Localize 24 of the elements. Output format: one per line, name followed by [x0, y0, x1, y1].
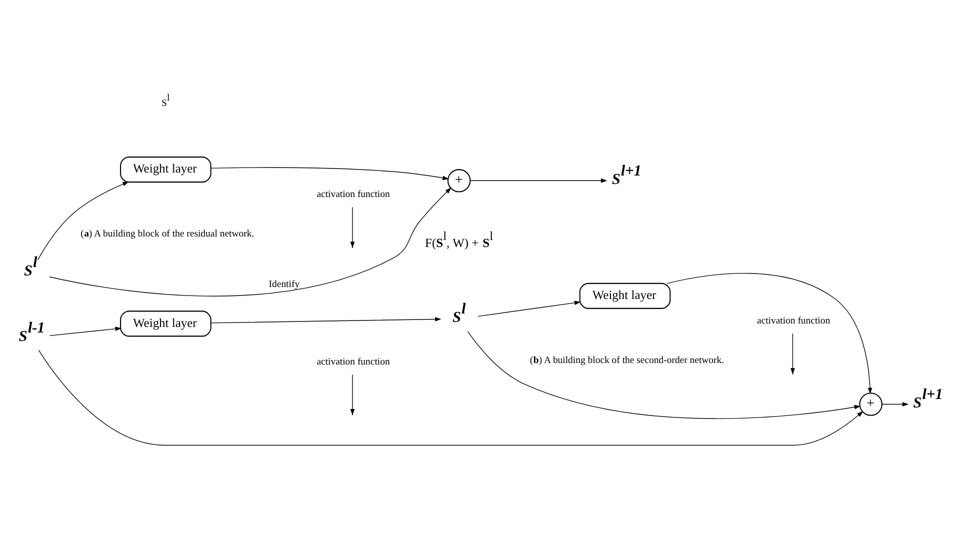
arrow	[49, 186, 452, 296]
arrow	[790, 332, 795, 374]
edge-label: Identify	[268, 278, 300, 290]
node-box: Weight layer	[120, 156, 212, 182]
label: (a) A building block of the residual network.	[80, 228, 254, 240]
arrow	[49, 326, 122, 336]
arrow	[478, 300, 581, 316]
arrow	[350, 206, 355, 248]
arrow	[38, 349, 864, 446]
node-text: activation function	[756, 314, 830, 326]
arrow	[470, 178, 608, 182]
node-text: activation function	[316, 356, 390, 367]
node-box: Weight layer	[120, 310, 212, 336]
label: (b) A building block of the second-order network.	[530, 354, 724, 366]
node-text: activation function	[316, 188, 390, 200]
node-circle: +	[447, 168, 471, 192]
arrow	[210, 166, 449, 180]
arrow	[882, 402, 909, 406]
arrow	[38, 181, 129, 260]
node-circle: +	[859, 392, 882, 416]
arrow	[666, 272, 872, 394]
arrow	[210, 316, 442, 323]
arrow	[467, 330, 861, 418]
node-box: Weight layer	[579, 282, 671, 308]
